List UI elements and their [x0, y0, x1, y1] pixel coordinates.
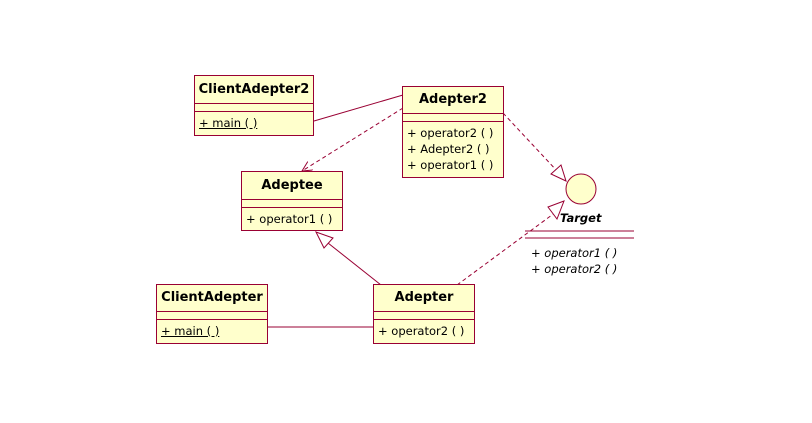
class-adepter2[interactable]: Adepter2 + operator2 ( ) + Adepter2 ( ) …	[402, 86, 504, 178]
class-attributes	[157, 312, 267, 320]
class-attributes	[195, 104, 313, 112]
class-attributes	[242, 200, 342, 208]
class-clientadepter[interactable]: ClientAdepter + main ( )	[156, 284, 268, 344]
class-adepter[interactable]: Adepter + operator2 ( )	[373, 284, 475, 344]
operation[interactable]: + main ( )	[161, 324, 220, 338]
class-operations: + main ( )	[157, 320, 267, 339]
interface-operation[interactable]: + operator1 ( )	[531, 246, 618, 260]
association-clientadepter2-adepter2	[313, 94, 404, 122]
class-clientadepter2[interactable]: ClientAdepter2 + main ( )	[194, 75, 314, 136]
class-operations: + operator2 ( )	[374, 320, 474, 339]
class-operations: + main ( )	[195, 112, 313, 131]
realization-arrowhead-adepter	[547, 200, 565, 221]
class-adeptee[interactable]: Adeptee + operator1 ( )	[241, 171, 343, 231]
class-name: Adeptee	[242, 172, 342, 200]
class-name: ClientAdepter2	[195, 76, 313, 104]
class-attributes	[374, 312, 474, 320]
interface-operation[interactable]: + operator2 ( )	[531, 262, 618, 276]
interface-name-target[interactable]: Target	[560, 211, 602, 225]
operation[interactable]: + operator2 ( )	[378, 324, 465, 338]
generalization-arrowhead-adeptee	[314, 231, 334, 249]
realization-arrowhead-adepter2	[550, 164, 567, 182]
realization-adepter2-target	[502, 112, 559, 173]
operation[interactable]: + Adepter2 ( )	[407, 142, 490, 156]
class-name: Adepter2	[403, 87, 503, 114]
interface-operations: + operator1 ( ) + operator2 ( )	[531, 245, 617, 277]
class-operations: + operator2 ( ) + Adepter2 ( ) + operato…	[403, 122, 503, 173]
class-name: ClientAdepter	[157, 285, 267, 312]
generalization-adepter-adeptee	[327, 242, 382, 286]
operation[interactable]: + operator1 ( )	[246, 212, 333, 226]
class-operations: + operator1 ( )	[242, 208, 342, 227]
operation[interactable]: + operator1 ( )	[407, 158, 494, 172]
target-interface-icon	[565, 173, 597, 205]
operation[interactable]: + operator2 ( )	[407, 126, 494, 140]
class-name: Adepter	[374, 285, 474, 312]
dependency-adepter2-adeptee	[302, 107, 404, 171]
operation[interactable]: + main ( )	[199, 116, 258, 130]
class-attributes	[403, 114, 503, 122]
